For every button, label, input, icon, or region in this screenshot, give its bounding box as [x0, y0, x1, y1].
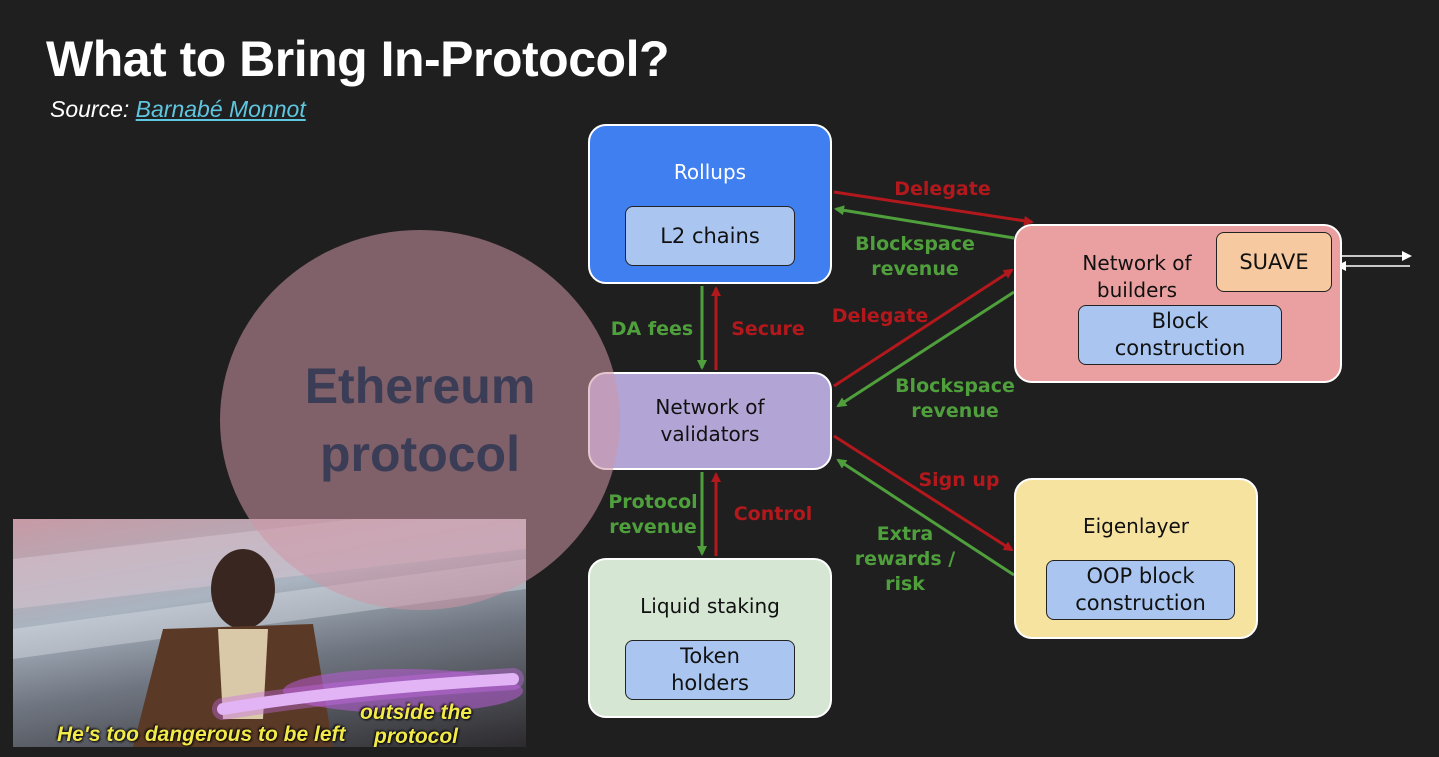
validators-node: Network of validators	[588, 372, 832, 470]
arrow-delegate-mid	[833, 268, 1014, 388]
slide-title: What to Bring In-Protocol?	[46, 31, 670, 87]
source-link[interactable]: Barnabé Monnot	[135, 96, 306, 122]
block-construction-label: Block construction	[1114, 309, 1246, 360]
arrow-delegate-top	[833, 190, 1034, 226]
rollups-label: Rollups	[673, 160, 747, 184]
block-construction-node: Block construction	[1078, 305, 1282, 365]
edge-da-fees: DA fees	[610, 318, 694, 340]
edge-secure: Secure	[731, 318, 805, 340]
builders-label: Network of builders	[1082, 251, 1192, 302]
validators-label: Network of validators	[655, 395, 765, 446]
arrow-blockspace-top	[834, 205, 1015, 240]
oop-block-construction-label: OOP block construction	[1075, 564, 1206, 615]
edge-control: Control	[733, 503, 813, 525]
l2-chains-node: L2 chains	[625, 206, 795, 266]
edge-delegate-top: Delegate	[894, 178, 991, 200]
arrow-extra-rewards	[836, 458, 1015, 577]
ethereum-protocol-circle: Ethereum protocol	[220, 230, 620, 610]
edge-blockspace-top: Blockspace revenue	[855, 233, 975, 280]
edge-blockspace-mid: Blockspace revenue	[895, 375, 1015, 422]
liquid-staking-label: Liquid staking	[640, 594, 780, 618]
token-holders-node: Token holders	[625, 640, 795, 700]
arrow-blockspace-mid	[836, 290, 1015, 408]
oop-block-construction-node: OOP block construction	[1046, 560, 1235, 620]
source-line: Source: Barnabé Monnot	[50, 96, 306, 123]
edge-extra-rewards: Extra rewards / risk	[854, 523, 956, 595]
meme-caption-left: He's too dangerous to be left	[57, 723, 346, 746]
edge-delegate-mid: Delegate	[831, 305, 929, 327]
eigenlayer-label: Eigenlayer	[1082, 514, 1190, 538]
meme-caption-right: outside the protocol	[359, 701, 472, 747]
suave-node: SUAVE	[1216, 232, 1332, 292]
token-holders-label: Token holders	[671, 644, 749, 695]
ethereum-protocol-label: Ethereum protocol	[304, 358, 536, 482]
edge-sign-up: Sign up	[918, 469, 1000, 491]
source-prefix: Source:	[50, 96, 130, 122]
edge-protocol-revenue: Protocol revenue	[608, 491, 698, 538]
arrow-sign-up	[833, 434, 1014, 552]
